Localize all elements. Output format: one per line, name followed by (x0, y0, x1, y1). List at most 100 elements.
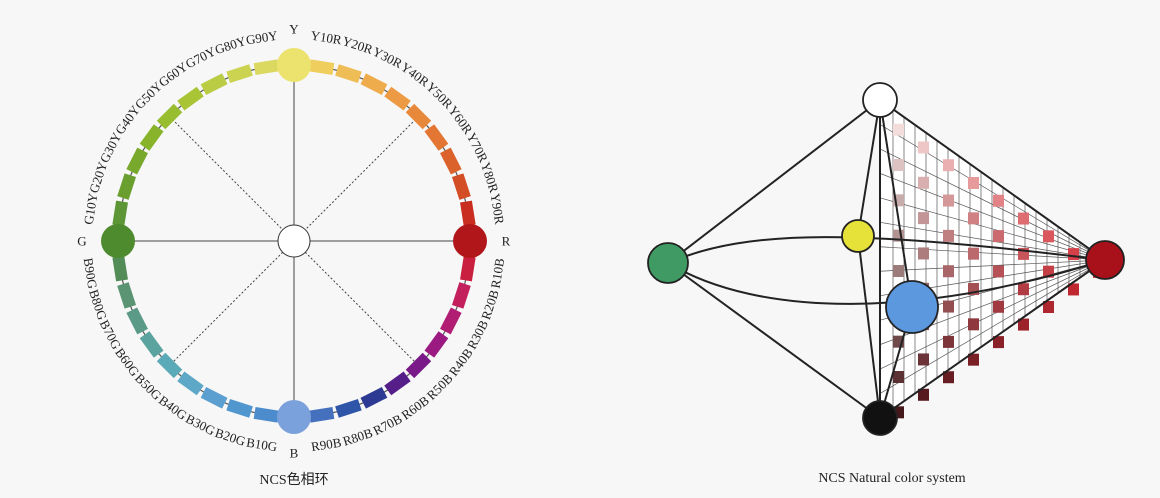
nuance-square (893, 229, 904, 242)
hue-label-b70g: B70G (97, 317, 124, 351)
hue-g10y: G10Y (81, 191, 128, 227)
hue-swatch-g20y (117, 173, 137, 200)
hue-label-y90r: Y90R (488, 192, 508, 225)
hatch-diagonal (879, 246, 1106, 261)
primary-marks: Y R B G (77, 22, 510, 461)
hue-label-y60r: Y60R (445, 103, 476, 137)
nuance-square (968, 177, 979, 189)
hue-swatch-y50r (405, 103, 432, 130)
hue-swatch-b50g (156, 352, 183, 379)
hue-swatch-y60r (424, 124, 449, 151)
hue-swatch-r40b (424, 331, 449, 358)
hatch-diagonal (879, 259, 1106, 394)
primary-g: G (77, 224, 135, 258)
primary-y: Y (277, 22, 311, 82)
nuance-square (993, 336, 1004, 349)
hue-swatch-r70b (360, 387, 388, 409)
hue-swatch-b80g (117, 282, 137, 309)
primary-circle-y (277, 48, 311, 82)
nuance-square (1043, 230, 1054, 243)
nuance-square (893, 123, 904, 136)
nuance-square (893, 194, 904, 207)
hue-swatch-b40g (177, 371, 204, 396)
hue-label-r40b: R40B (446, 345, 476, 379)
hue-label-y10r: Y10R (310, 28, 343, 48)
nuance-square (968, 283, 979, 295)
hue-swatch-g80y (226, 64, 253, 84)
nuance-square (918, 176, 929, 189)
vertex-black-circle (862, 400, 898, 436)
hue-label-g70y: G70Y (183, 43, 219, 71)
hue-swatch-r50b (405, 352, 432, 379)
hue-label-r10b: R10B (488, 257, 508, 290)
nuance-square (1043, 301, 1054, 313)
hue-label-g10y: G10Y (81, 191, 101, 225)
nuance-square (918, 141, 929, 154)
nuance-square (943, 300, 954, 313)
nuance-square (993, 265, 1004, 278)
hatch-diagonal (879, 221, 1106, 261)
hue-label-r30b: R30B (464, 317, 491, 351)
edge-white-yellow (857, 99, 881, 237)
edge-white-blue (879, 99, 913, 308)
hue-b90g: B90G (81, 255, 128, 290)
edge-green-black (667, 262, 881, 419)
hatched-triangle (879, 98, 1107, 420)
nuance-square (993, 300, 1004, 313)
nuance-square (893, 335, 904, 348)
hue-label-y80r: Y80R (478, 160, 502, 194)
hue-b10g: B10G (245, 407, 280, 455)
nuance-square (943, 229, 954, 242)
neutral-center-circle (277, 224, 311, 258)
hue-label-r50b: R50B (424, 370, 456, 402)
hue-swatch-g90y (253, 59, 280, 75)
nuance-square (993, 194, 1004, 207)
nuance-square (943, 159, 954, 172)
primary-label-b: B (290, 446, 299, 461)
hue-swatch-y10r (308, 59, 335, 75)
hue-swatch-g60y (177, 86, 204, 111)
nuance-square (1043, 265, 1054, 278)
nuance-square (993, 230, 1004, 243)
hue-label-y30r: Y30R (370, 44, 405, 72)
hue-swatch-b90g (112, 255, 128, 282)
hue-label-b10g: B10G (245, 435, 278, 455)
ncs-color-solid: NCS Natural color system (647, 82, 1125, 486)
hue-label-r70b: R70B (371, 411, 405, 438)
primary-label-r: R (502, 234, 511, 249)
hue-swatch-g40y (139, 124, 164, 151)
nuance-square (968, 318, 979, 331)
nuance-square (968, 212, 979, 225)
hatch-diagonal (879, 197, 1106, 261)
nuance-square (968, 247, 979, 260)
nuance-square (1068, 248, 1079, 261)
nuance-square (893, 406, 904, 419)
nuance-square (893, 371, 904, 383)
hatch-diagonal (879, 124, 1106, 261)
nuance-square (943, 371, 954, 384)
hue-swatch-y40r (384, 86, 411, 111)
hue-label-r60b: R60B (398, 392, 432, 422)
primary-b: B (277, 400, 311, 461)
nuance-square (918, 247, 929, 260)
hue-label-r90b: R90B (310, 435, 343, 455)
edge-white-green (667, 99, 881, 264)
hue-label-b30g: B30G (183, 411, 217, 438)
hatch-diagonal (879, 259, 1106, 370)
primary-circle-b (277, 400, 311, 434)
hue-label-b80g: B80G (86, 288, 110, 322)
nuance-square (943, 194, 954, 207)
primary-label-g: G (77, 234, 86, 249)
edge-yellow-black (857, 235, 881, 419)
hue-swatch-g30y (126, 147, 148, 175)
hue-swatch-b60g (139, 331, 164, 358)
equator-front (667, 259, 1106, 305)
vertex-yellow-circle (841, 219, 875, 253)
edge-white-red (879, 99, 1106, 261)
hue-label-b20g: B20G (213, 425, 247, 449)
vertex-white-circle (862, 82, 898, 118)
wheel-caption: NCS色相环 (259, 471, 328, 488)
nuance-square (918, 388, 929, 401)
solid-caption: NCS Natural color system (818, 471, 965, 486)
